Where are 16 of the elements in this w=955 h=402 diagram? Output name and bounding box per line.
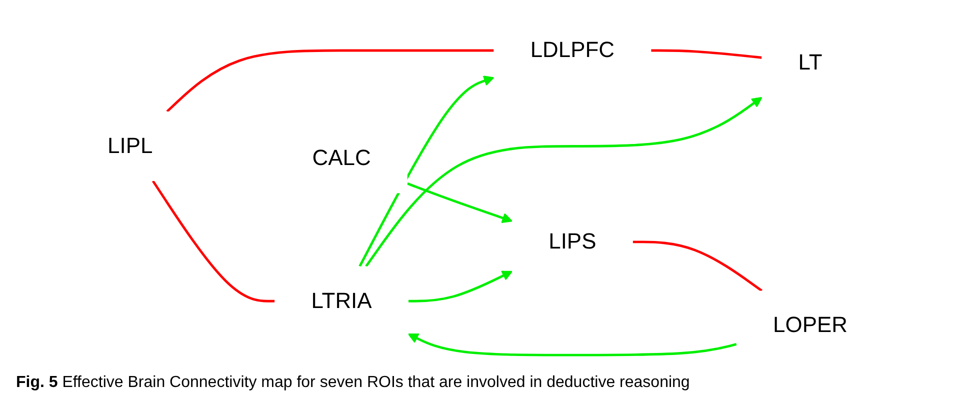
arrow: [358, 76, 494, 267]
node-text: LDLPFC: [530, 38, 615, 62]
figure-caption: Fig. 5 Effective Brain Connectivity map for seven ROIs that are involved in deductive reasoning: [15, 373, 691, 393]
node-text: LT: [798, 50, 822, 74]
connector: [632, 240, 762, 292]
connector: [152, 180, 275, 302]
node-text: LOPER: [773, 312, 848, 338]
node-text: LTRIA: [311, 288, 372, 313]
connector: [651, 49, 762, 59]
arrow: [408, 334, 737, 356]
connector: [166, 49, 494, 112]
node-text: LIPS: [548, 229, 596, 254]
arrow: [408, 270, 513, 302]
node-text: LIPL: [108, 133, 153, 158]
arrow: [406, 182, 513, 224]
arrow: [365, 96, 762, 268]
